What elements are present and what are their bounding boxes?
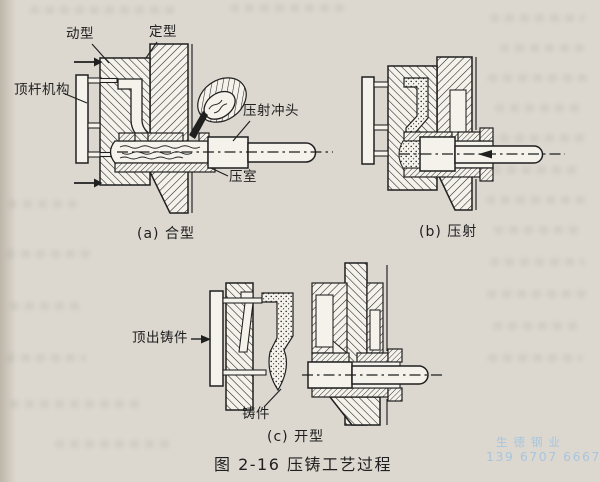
watermark-company: 生德钢业 [496,435,566,449]
figure-title: 图 2-16 压铸工艺过程 [214,455,392,474]
injection-direction-arrow [478,150,492,159]
panel-c-mold-opening [191,262,446,426]
ejector-pin-c [222,297,263,304]
ejector-plate-c [209,290,224,387]
eject-casting-arrow [191,335,211,344]
pouring-stream [189,111,208,139]
sprue-relief-b [449,89,467,133]
ejector-pin-a [87,122,101,129]
ejector-mechanism-label: 顶杆机构 [14,82,70,98]
ejected-casting [261,292,294,392]
ejector-pin-c [222,369,267,376]
casting-label: 铸件 [242,406,270,422]
panel-b-caption: (b) 压射 [419,224,478,240]
ejector-pin-b [373,81,389,88]
panel-c-caption: (c) 开型 [267,429,325,445]
eject-casting-label: 顶出铸件 [132,330,188,346]
panel-b-injection [361,56,565,211]
panel-a-caption: (a) 合型 [137,226,195,242]
clamping-arrow [74,57,103,67]
fixed-platen-flare-c [328,396,381,426]
moving-die-label: 动型 [66,26,94,42]
shot-chamber-label: 压室 [229,169,257,185]
molten-metal [119,156,184,160]
leader-shot-chamber [210,167,229,177]
ejector-plate-b [361,76,375,165]
ejector-pin-a [87,151,101,158]
fixed-die-a [149,43,189,214]
leader-injection-plunger [232,120,251,142]
ejector-pin-b [373,150,389,157]
plunger-rod-a [247,142,317,163]
injection-plunger-label: 压射冲头 [243,103,299,119]
cavity-impression-fixed-c [315,294,334,348]
shot-chamber-a [109,132,216,173]
platen-pocket-c [369,309,381,351]
ejector-pin-b [373,124,389,131]
leader-moving-die [91,43,110,64]
watermark-phone: 139 6707 6667 [486,449,600,464]
leader-casting [263,388,282,408]
leader-fixed-die [145,41,158,59]
molten-metal [121,151,193,155]
clamping-arrow [74,178,103,188]
ejector-pin-a [87,77,101,84]
molten-metal [119,145,201,149]
ejector-pin-a [99,77,118,84]
pouring-ladle [197,77,247,123]
page-edge-shadow [0,0,16,482]
fixed-die-label: 定型 [149,24,177,40]
panel-a-mold-closing [62,41,333,214]
plunger-rod-b [454,145,544,164]
leader-ejector-mechanism [62,92,88,104]
ejector-plate-a [75,74,89,164]
